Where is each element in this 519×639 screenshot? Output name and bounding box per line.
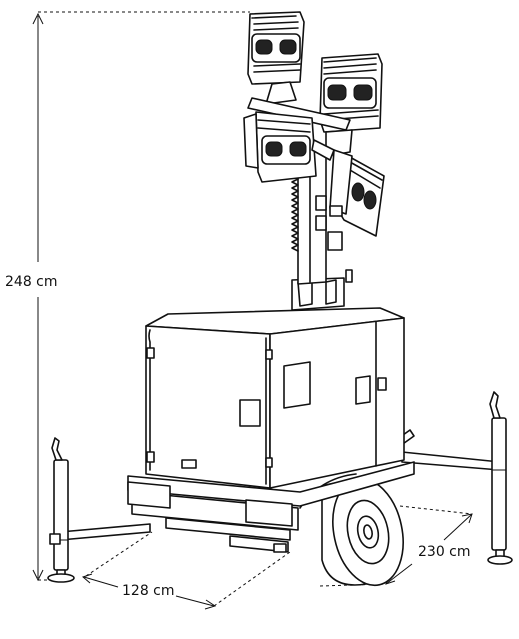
lamp-side-bracket: [243, 113, 259, 169]
wheel-hub: [356, 515, 380, 549]
lamp-head-middle-right: [329, 149, 385, 237]
housing-right-side: [269, 317, 405, 489]
depth-line-upper: [443, 513, 473, 541]
door-latch-icon: [377, 377, 387, 391]
bumper-bar: [165, 517, 291, 541]
width-label: 128 cm: [122, 583, 175, 599]
lamp-head-top-right: [319, 53, 383, 157]
width-arrow-left-icon: [82, 573, 93, 584]
lamp-crossbar: [247, 97, 351, 131]
housing-right-vent: [355, 375, 371, 405]
lamp-side-bracket: [329, 149, 353, 215]
lamp-bulb-icon: [289, 141, 307, 157]
depth-line-lower: [385, 563, 413, 585]
housing-door-window: [283, 361, 311, 409]
depth-label: 230 cm: [418, 544, 471, 560]
hinge-top: [146, 347, 155, 359]
trailer-chassis: [127, 461, 415, 553]
left-jack-handle-icon: [51, 437, 63, 461]
left-jack-leg: [53, 459, 69, 571]
hinge-bottom: [146, 451, 155, 463]
left-tail-light: [127, 481, 171, 509]
depth-extension-top: [399, 505, 473, 515]
right-outrigger: [395, 391, 513, 565]
wheel: [299, 473, 404, 587]
right-jack-leg: [491, 417, 507, 551]
right-tail-light: [245, 499, 293, 527]
right-outrigger-arm: [401, 451, 501, 471]
lamp-bulb-icon: [363, 190, 377, 210]
lamp-bulb-icon: [279, 39, 297, 55]
mast-winch: [327, 231, 343, 251]
lamp-bulb-icon: [255, 39, 273, 55]
lamp-bulb-icon: [351, 182, 365, 202]
housing-plate: [181, 459, 197, 469]
depth-arrow-top-icon: [461, 513, 473, 524]
generator-housing: [145, 307, 405, 489]
width-line-right: [175, 595, 215, 607]
width-extension-right: [213, 551, 291, 607]
width-line-left: [83, 576, 119, 588]
right-jack-handle-icon: [489, 391, 501, 419]
lamp-bulb-icon: [353, 84, 373, 101]
width-arrow-right-icon: [204, 599, 217, 610]
height-arrow-up-icon: [32, 12, 44, 25]
lamp-bulb-icon: [265, 141, 283, 157]
lamp-head-top-left: [247, 11, 305, 105]
lamp-bracket: [265, 81, 297, 105]
left-jack-foot: [47, 573, 75, 583]
height-dimension: 248 cm: [5, 11, 250, 582]
lamp-bulb-icon: [327, 84, 347, 101]
housing-side-vent: [239, 399, 261, 427]
lamp-head-middle-left: [243, 111, 335, 183]
width-extension-left: [85, 531, 153, 577]
right-jack-foot: [487, 555, 513, 565]
left-outrigger: [47, 437, 151, 583]
left-outrigger-arm: [59, 523, 151, 541]
coiled-cable: [291, 175, 299, 252]
width-dimension: 128 cm: [82, 531, 291, 610]
height-label: 248 cm: [5, 274, 58, 290]
